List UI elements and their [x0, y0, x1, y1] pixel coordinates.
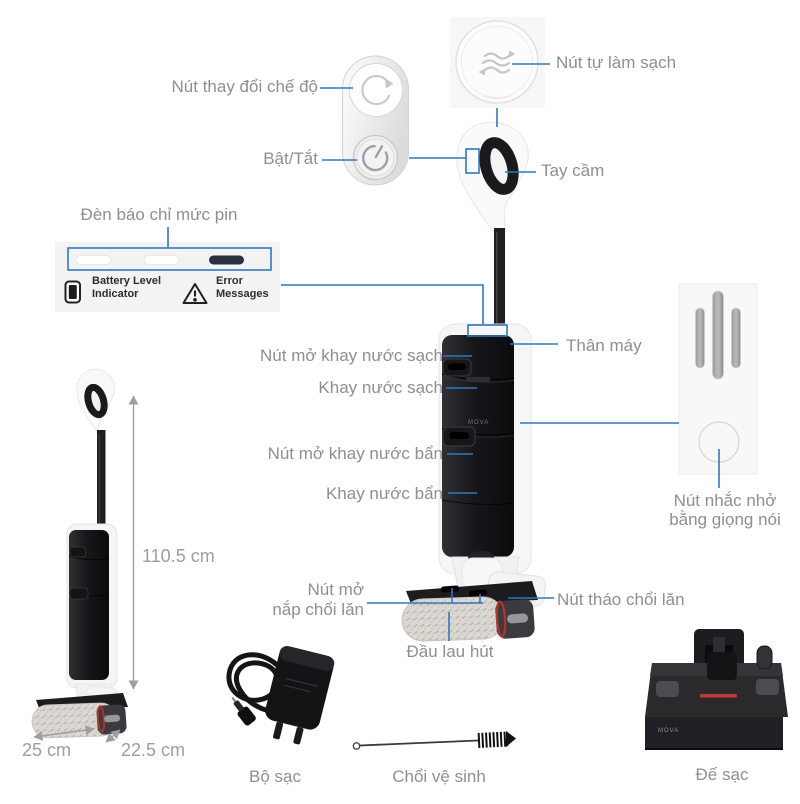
battery-indicator-panel-illustration: [55, 242, 280, 312]
side-pole: [97, 430, 106, 530]
brush-bristles: [477, 731, 509, 748]
callout-lines: [67, 63, 720, 641]
charger-adapter: [265, 646, 335, 745]
label-roller-cover-button: Nút mở nắp chổi lăn: [214, 580, 364, 620]
label-battery-level-indicator: Battery Level Indicator: [92, 275, 161, 301]
self-clean-button: [455, 20, 539, 104]
label-power-button: Bật/Tắt: [263, 149, 318, 168]
voice-label-line-1: Nút nhắc nhở: [673, 491, 777, 510]
roller-cover-button-2: [468, 589, 488, 597]
tank-front: [442, 335, 514, 557]
dock-red-stripe: [700, 694, 737, 698]
battery-pill-2: [143, 255, 180, 265]
mode-power-panel-illustration: [342, 55, 409, 186]
battery-level-line-1: Battery Level: [92, 275, 162, 287]
error-line-2: Messages: [216, 288, 269, 300]
label-mode-button: Nút thay đổi chế độ: [171, 77, 318, 96]
label-mop-head: Đầu lau hút: [406, 642, 494, 661]
speaker-slot-right: [731, 307, 741, 369]
self-clean-icon-arrow-bottom: [478, 68, 485, 76]
highlight-battery-pills: [67, 247, 272, 271]
label-self-clean-button: Nút tự làm sạch: [556, 53, 677, 72]
highlight-indicator-on-body: [467, 324, 508, 337]
width-dimension-line: [33, 725, 95, 741]
label-voice-reminder-button: Nút nhắc nhở bằng giọng nói: [649, 491, 800, 529]
voice-speaker-panel-illustration: [678, 283, 758, 475]
label-dirty-tank-button: Nút mở khay nước bẩn: [267, 444, 443, 463]
dock-deck: [645, 663, 788, 717]
label-handle: Tay cầm: [541, 161, 605, 180]
battery-pill-1: [75, 255, 112, 265]
brand-logo-body: MOVA: [468, 420, 489, 426]
roller-cover-button-1: [440, 585, 460, 593]
voice-label-line-2: bằng giọng nói: [669, 510, 781, 529]
tank-grille: [466, 377, 490, 382]
self-clean-button-illustration: [450, 17, 545, 108]
self-clean-icon: [481, 52, 511, 74]
brush-wire: [359, 739, 479, 747]
charger-prong-right: [293, 727, 304, 745]
dock-knob: [756, 645, 773, 670]
side-view-device-illustration: [31, 368, 128, 739]
battery-level-line-2: Indicator: [92, 288, 139, 300]
callout-battery-to-body: [281, 284, 484, 324]
label-roller-release-button: Nút tháo chổi lăn: [557, 590, 685, 609]
charger-illustration: [226, 646, 335, 745]
label-main-body: Thân máy: [566, 336, 642, 355]
label-dirty-tank: Khay nước bẩn: [325, 484, 443, 503]
depth-dimension-value: 22.5 cm: [121, 740, 186, 760]
height-dimension-value: 110.5 cm: [142, 546, 215, 566]
main-device-illustration: MOVA: [401, 121, 547, 642]
power-icon: [362, 144, 389, 172]
roller-cover-label-line-2: nắp chổi lăn: [272, 600, 364, 619]
highlight-power-on-handle: [465, 148, 480, 174]
label-clean-tank: Khay nước sạch: [318, 378, 443, 397]
width-dimension-value: 25 cm: [22, 740, 72, 760]
roller-red-ring: [495, 600, 507, 638]
mode-icon: [361, 75, 394, 105]
roller-cover-label-line-1: Nút mở: [307, 580, 365, 599]
error-line-1: Error: [216, 275, 243, 287]
charger-prong-left: [273, 721, 284, 740]
label-battery-indicator-panel: Đèn báo chỉ mức pin: [80, 205, 238, 224]
side-tank: [69, 530, 109, 680]
speaker-slot-center: [712, 290, 724, 380]
battery-icon: [64, 280, 81, 304]
dock-front-face: [645, 717, 783, 750]
label-clean-tank-button: Nút mở khay nước sạch: [260, 346, 443, 365]
label-charging-dock: Đế sạc: [695, 765, 749, 784]
cleaning-brush-illustration: [352, 731, 516, 750]
charger-dc-plug: [231, 696, 256, 726]
speaker-slot-left: [695, 307, 705, 369]
dimension-lines: [33, 395, 139, 743]
warning-icon: [182, 283, 208, 304]
label-cleaning-brush: Chổi vệ sinh: [392, 767, 486, 786]
handle-grip-hole: [479, 137, 519, 195]
pole: [494, 228, 505, 332]
self-clean-icon-arrow-top: [509, 50, 516, 58]
depth-dimension-line: [105, 729, 121, 743]
charging-dock-illustration: MOVA: [645, 629, 788, 750]
brand-logo-dock: MOVA: [658, 728, 679, 734]
label-charger: Bộ sạc: [249, 767, 301, 786]
label-error-messages: Error Messages: [216, 275, 269, 301]
brush-handle-loop: [352, 742, 361, 750]
battery-pill-3: [209, 255, 244, 265]
